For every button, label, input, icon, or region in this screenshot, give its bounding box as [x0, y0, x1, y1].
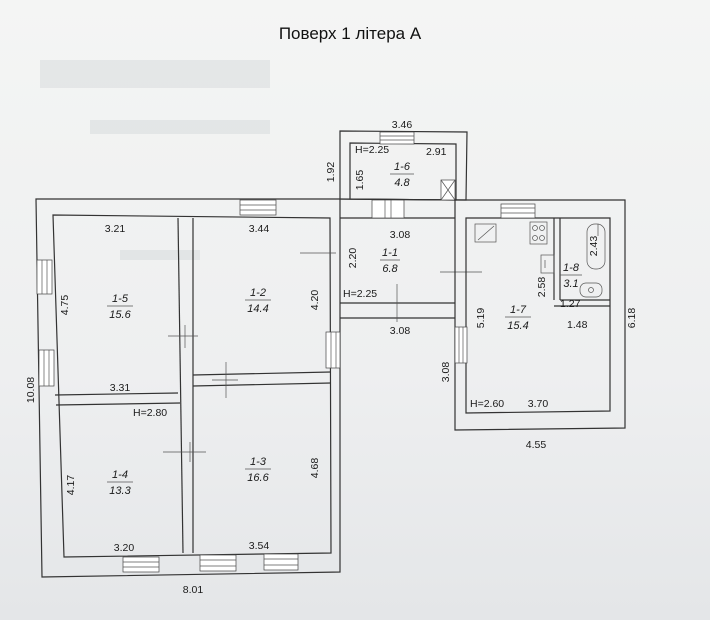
dim-10-08: 10.08 — [25, 377, 37, 403]
dim-4-17: 4.17 — [65, 475, 77, 496]
dim-3-08-top: 3.08 — [390, 229, 411, 241]
corridor-walls — [300, 198, 482, 322]
room-1-4-area: 13.3 — [109, 485, 131, 497]
dim-2-91: 2.91 — [426, 146, 447, 158]
background-texture — [40, 60, 270, 260]
dim-3-70: 3.70 — [528, 398, 549, 410]
room-1-7-area: 15.4 — [507, 320, 528, 332]
dim-1-48: 1.48 — [567, 319, 588, 331]
room-1-5-id: 1-5 — [112, 293, 129, 305]
dim-4-20: 4.20 — [309, 290, 321, 311]
dim-1-65: 1.65 — [354, 170, 366, 191]
dim-3-46: 3.46 — [392, 119, 413, 131]
plan-title: Поверх 1 літера А — [278, 24, 422, 43]
dim-3-44: 3.44 — [249, 223, 270, 235]
dim-5-19: 5.19 — [475, 308, 487, 329]
height-label-room-1-4: H=2.80 — [133, 407, 167, 419]
dimension-labels: 3.46 2.91 1.92 1.65 3.21 3.44 3.08 2.20 … — [25, 119, 638, 596]
dim-1-92: 1.92 — [325, 162, 337, 183]
dim-3-31: 3.31 — [110, 382, 131, 394]
dim-3-54: 3.54 — [249, 540, 270, 552]
dim-3-20: 3.20 — [114, 542, 135, 554]
room-1-6-id: 1-6 — [394, 161, 411, 173]
dim-3-08-side: 3.08 — [440, 362, 452, 383]
room-1-8-area: 3.1 — [563, 278, 578, 290]
room-1-8-id: 1-8 — [563, 262, 580, 274]
windows-left — [36, 199, 341, 573]
height-label-room-1-7: H=2.60 — [470, 398, 504, 410]
dim-8-01: 8.01 — [183, 584, 204, 596]
dim-2-58: 2.58 — [536, 277, 548, 298]
dim-1-27: 1.27 — [560, 298, 581, 310]
dim-3-08-mid: 3.08 — [390, 325, 411, 337]
dim-2-43: 2.43 — [588, 236, 600, 257]
dim-3-21: 3.21 — [105, 223, 126, 235]
height-label-vestibule: H=2.25 — [355, 144, 389, 156]
dim-4-75: 4.75 — [59, 295, 71, 316]
room-1-7-id: 1-7 — [510, 304, 527, 316]
room-1-2-area: 14.4 — [247, 303, 268, 315]
right-block-walls — [454, 199, 626, 431]
room-1-2-id: 1-2 — [250, 287, 266, 299]
room-1-3-area: 16.6 — [247, 472, 269, 484]
room-1-1-id: 1-1 — [382, 247, 398, 259]
dim-4-68: 4.68 — [309, 458, 321, 479]
room-1-6-area: 4.8 — [394, 177, 410, 189]
dim-6-18: 6.18 — [626, 308, 638, 329]
room-1-5-area: 15.6 — [109, 309, 131, 321]
height-label-corridor: H=2.25 — [343, 288, 377, 300]
dim-4-55: 4.55 — [526, 439, 547, 451]
room-labels: 1-1 6.8 1-2 14.4 1-3 16.6 1-4 13.3 1-5 1… — [107, 161, 582, 497]
room-1-4-id: 1-4 — [112, 469, 128, 481]
dim-2-20: 2.20 — [347, 248, 359, 269]
room-1-3-id: 1-3 — [250, 456, 267, 468]
left-block-walls — [35, 198, 341, 578]
height-labels: H=2.25 H=2.25 H=2.80 H=2.60 — [133, 144, 504, 419]
room-1-1-area: 6.8 — [382, 263, 398, 275]
